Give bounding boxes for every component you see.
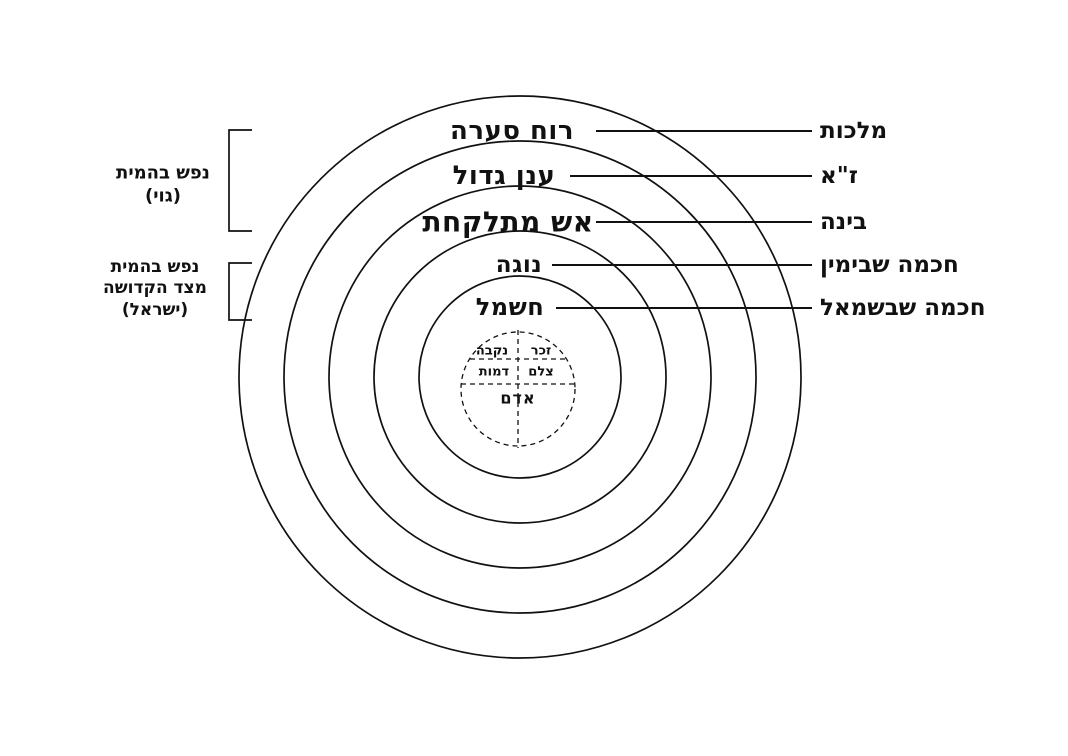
right-label-binah: בינה: [820, 209, 868, 235]
circle-ring-2: [283, 140, 757, 614]
ring-label-chashmal: חשמל: [475, 293, 545, 321]
center-word-demut: דמות: [478, 364, 510, 380]
ring-label-nogah: נוגה: [495, 252, 543, 278]
circle-ring-5: [418, 275, 622, 479]
left-label-animal-soul-holiness: נפש בהמית מצד הקדושה (ישראל): [103, 257, 207, 321]
center-word-male: זכר: [530, 343, 552, 359]
center-word-tzelem: צלם: [528, 364, 554, 380]
circle-ring-3: [328, 185, 712, 569]
ring-label-flashing-fire: אש מתלקחת: [422, 205, 594, 239]
circle-ring-4: [373, 230, 667, 524]
left-bracket-2: [228, 262, 252, 321]
center-word-adam: אדם: [500, 388, 536, 408]
left-label-line: (ישראל): [121, 299, 189, 320]
left-label-line: נפש בהמית: [110, 257, 200, 278]
center-word-female: נקבה: [475, 343, 509, 359]
left-label-line: (גוי): [145, 185, 181, 206]
right-label-za: ז"א: [820, 163, 858, 189]
ring-label-stormy-wind: רוח סערה: [450, 116, 574, 146]
left-label-animal-soul-gentile: נפש בהמית (גוי): [116, 163, 210, 208]
left-bracket-1: [228, 129, 252, 232]
circle-ring-1: [238, 95, 802, 659]
right-label-malchut: מלכות: [820, 118, 888, 144]
dashed-center-circle: [460, 331, 576, 447]
left-label-line: מצד הקדושה: [103, 278, 207, 299]
right-label-chochmah-left: חכמה שבשמאל: [820, 295, 986, 321]
left-label-line: נפש בהמית: [116, 162, 210, 184]
ring-label-great-cloud: ענן גדול: [452, 161, 556, 191]
right-label-chochmah-right: חכמה שבימין: [820, 252, 959, 278]
